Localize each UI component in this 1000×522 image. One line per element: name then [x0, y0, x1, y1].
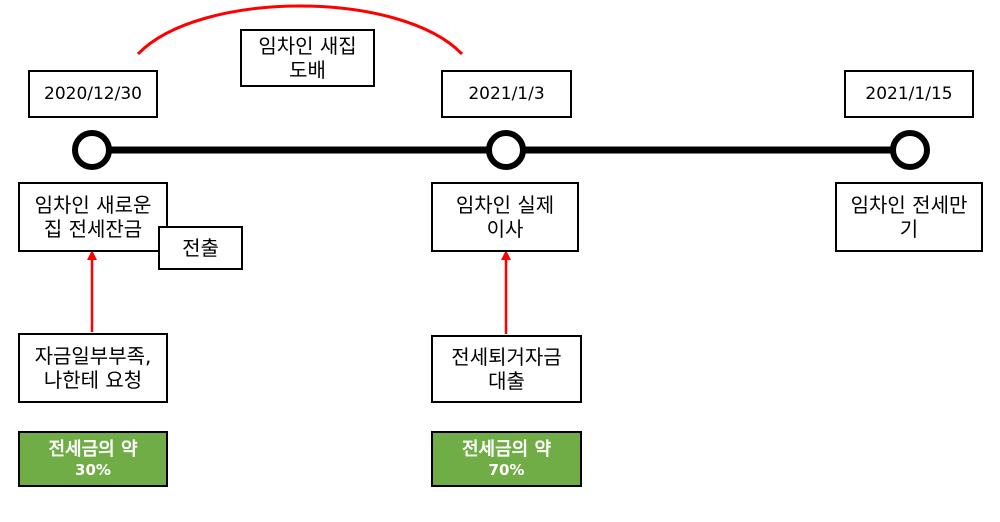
event-right-line2: 기 — [899, 217, 919, 241]
cause-box-left: 자금일부부족, 나한테 요청 — [18, 333, 168, 403]
cause-middle-line2: 대출 — [488, 369, 525, 393]
share-box-left: 전세금의 약 30% — [18, 431, 168, 487]
share-middle-percent: 70% — [488, 460, 525, 479]
date-label-1: 2020/12/30 — [44, 83, 142, 104]
event-box-middle: 임차인 실제 이사 — [431, 182, 579, 252]
share-middle-label: 전세금의 약 — [461, 438, 552, 460]
share-left-label: 전세금의 약 — [48, 438, 138, 460]
event-middle-line1: 임차인 실제 — [455, 193, 555, 217]
date-label-2: 2021/1/3 — [468, 83, 545, 104]
share-box-middle: 전세금의 약 70% — [431, 431, 582, 487]
event-box-right: 임차인 전세만 기 — [835, 182, 983, 252]
cause-left-line2: 나한테 요청 — [43, 368, 143, 392]
timeline-node-2 — [486, 130, 526, 170]
event-middle-line2: 이사 — [486, 217, 524, 241]
top-note-line2: 도배 — [289, 58, 326, 82]
event-box-left-sub: 전출 — [158, 226, 243, 270]
share-left-percent: 30% — [75, 460, 111, 479]
date-box-3: 2021/1/15 — [844, 70, 974, 118]
date-label-3: 2021/1/15 — [865, 83, 953, 104]
timeline-node-3 — [890, 130, 930, 170]
event-right-line1: 임차인 전세만 — [850, 193, 968, 217]
timeline-node-1 — [72, 130, 112, 170]
date-box-2: 2021/1/3 — [441, 70, 572, 118]
top-note-box: 임차인 새집 도배 — [240, 29, 375, 87]
cause-box-middle: 전세퇴거자금 대출 — [431, 335, 582, 403]
event-left-sub-label: 전출 — [182, 236, 219, 260]
event-box-left: 임차인 새로운 집 전세잔금 — [18, 182, 168, 252]
top-note-line1: 임차인 새집 — [258, 34, 357, 58]
date-box-1: 2020/12/30 — [28, 70, 158, 118]
cause-left-line1: 자금일부부족, — [34, 344, 152, 368]
red-arc — [136, 4, 464, 56]
event-left-line1: 임차인 새로운 — [34, 193, 152, 217]
event-left-line2: 집 전세잔금 — [43, 217, 143, 241]
cause-middle-line1: 전세퇴거자금 — [451, 345, 562, 369]
